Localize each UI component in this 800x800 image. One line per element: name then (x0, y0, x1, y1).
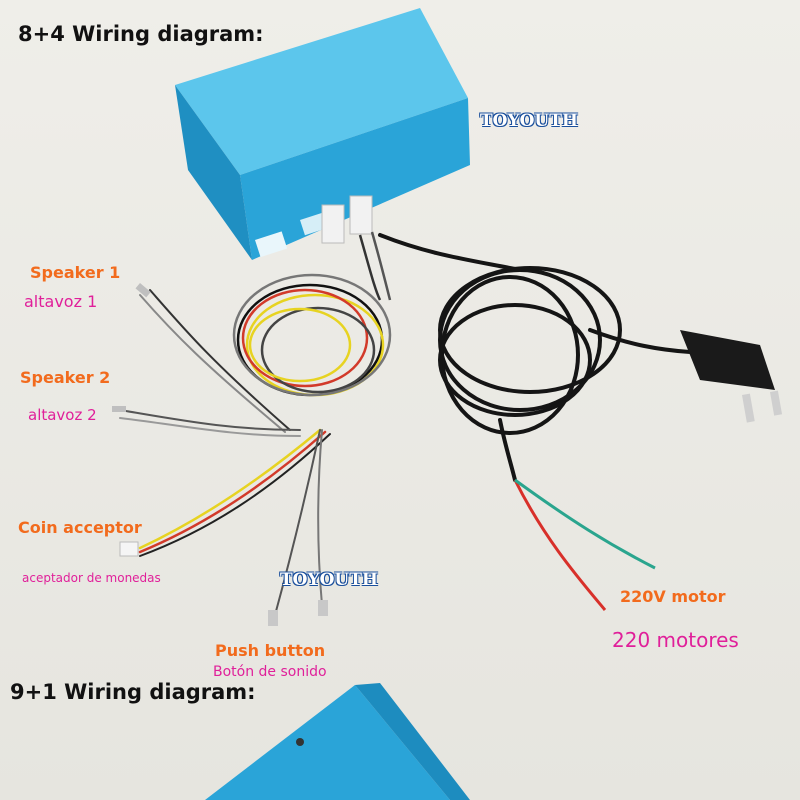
brand-mark-middle: TOYOUTH (280, 570, 378, 590)
label-aceptador-de-monedas: aceptador de monedas (22, 571, 161, 585)
label-push-button: Push button (215, 641, 326, 660)
controller-box-bottom (205, 683, 470, 800)
label-speaker-2: Speaker 2 (20, 368, 111, 387)
power-plug (680, 330, 783, 423)
label-220v-motor: 220V motor (620, 587, 726, 606)
label-220-motores: 220 motores (612, 628, 739, 652)
label-altavoz-1: altavoz 1 (24, 292, 98, 311)
label-altavoz-2: altavoz 2 (28, 406, 97, 424)
label-speaker-1: Speaker 1 (30, 263, 121, 282)
heading-9-plus-1: 9+1 Wiring diagram: (10, 680, 256, 704)
controller-box-top (175, 8, 470, 260)
power-cord (378, 233, 692, 482)
heading-8-plus-4: 8+4 Wiring diagram: (18, 22, 264, 46)
label-boton-de-sonido: Botón de sonido (213, 664, 327, 680)
label-coin-acceptor: Coin acceptor (18, 518, 142, 537)
wire-bundle (232, 231, 392, 397)
brand-mark-top: TOYOUTH (480, 111, 578, 131)
